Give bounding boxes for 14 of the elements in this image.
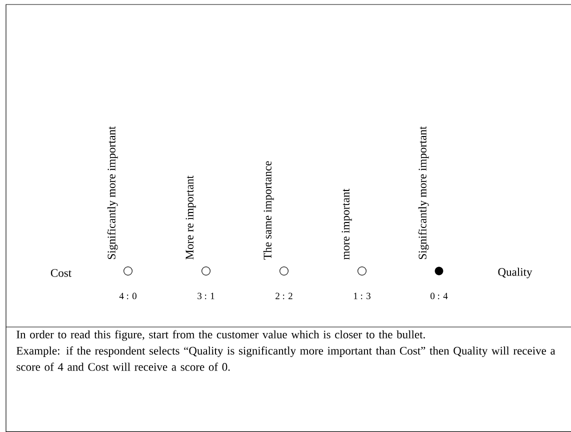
option-label: more important [342,188,352,260]
option-label: More re important [186,176,196,260]
axis-label: Quality [498,268,532,278]
ratio-label: 4 : 0 [119,292,136,300]
ratio-label: 2 : 2 [276,292,292,300]
option-label: Significantly more important [418,126,429,260]
ratio-label: 3 : 1 [198,292,214,300]
ratio-label: 0 : 4 [430,292,448,300]
option-label: The same importance [263,161,274,260]
note-text: Example: if the respondent selects “Quality is significantly more important than Cost” then Quality will receive a score of 4 and Cost will receive a score of 0. [16,346,556,371]
note-text: In order to read this figure, start from the customer value which is closer to the bullet. [16,330,425,341]
option-label: Significantly more important [107,126,118,260]
axis-label: Cost [50,269,72,277]
ratio-label: 1 : 3 [354,292,370,300]
